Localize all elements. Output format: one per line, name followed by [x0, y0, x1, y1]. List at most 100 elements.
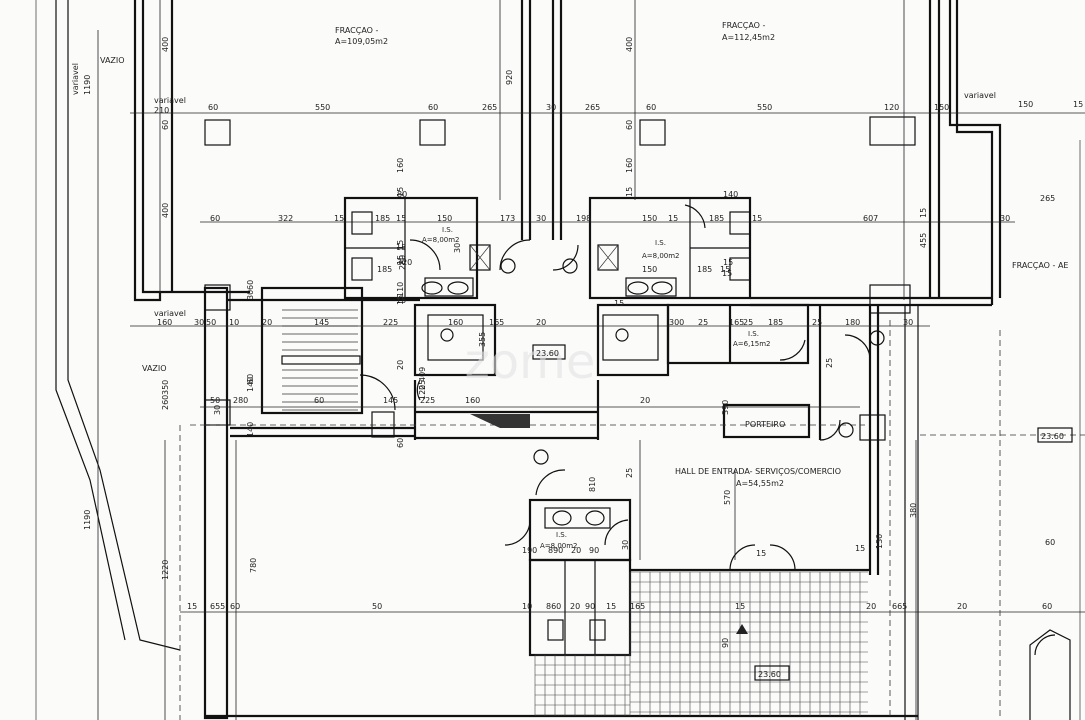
dimension-label: 15 — [855, 544, 865, 553]
ws-left-name: I.S. — [442, 226, 453, 234]
dimension-label-vertical: 780 — [249, 558, 258, 573]
dimension-label: 120 — [884, 103, 899, 112]
dimension-label: 50 — [210, 396, 220, 405]
dimension-label: 50 — [372, 602, 382, 611]
dimension-label: 860 — [546, 602, 561, 611]
sanitary-fixtures — [351, 211, 751, 641]
dimension-label: 180 — [845, 318, 860, 327]
dimension-label: 20 — [571, 546, 581, 555]
dimension-label: 15 — [187, 602, 197, 611]
dimension-label-vertical: 30 — [246, 290, 255, 300]
dimension-label: 30 — [536, 214, 546, 223]
dimension-label: 225 — [383, 318, 398, 327]
dimension-label: 10 — [522, 602, 532, 611]
dimension-label: 20 — [957, 602, 967, 611]
dimension-label: 145 — [314, 318, 329, 327]
dimension-label-vertical: 160 — [625, 158, 634, 173]
ramp-hatch — [470, 414, 530, 428]
dimension-label: 60 — [646, 103, 656, 112]
ws-right-area: A=8,00m2 — [642, 252, 680, 260]
dimension-label-vertical: 455 — [919, 233, 928, 248]
dimension-label: 160 — [448, 318, 463, 327]
watermark: zome — [465, 334, 596, 390]
dimension-label: 10 — [229, 318, 239, 327]
dimension-label: 80 — [397, 190, 407, 199]
dimension-label-vertical: 280 — [398, 255, 407, 270]
ws-bottom-area: A=8,00m2 — [540, 542, 578, 550]
dimension-label: 265 — [482, 103, 497, 112]
dimension-label: 185 — [697, 265, 712, 274]
dimension-label: 25 — [812, 318, 822, 327]
dimension-label-vertical: 30 — [213, 405, 222, 415]
dimension-label: 550 — [315, 103, 330, 112]
entrance-arrow — [736, 624, 748, 634]
dimension-label-vertical: 400 — [161, 37, 170, 52]
dimension-label: 185 — [768, 318, 783, 327]
dimension-label: 25 — [743, 318, 753, 327]
dimension-label: 15 — [668, 214, 678, 223]
dimension-label: 60 — [208, 103, 218, 112]
dimension-label: 185 — [377, 265, 392, 274]
hall-area: A=54,55m2 — [736, 479, 784, 488]
fraccao-left-area: A=109,05m2 — [335, 37, 388, 46]
dimension-label-vertical: 15 — [625, 187, 634, 197]
level-marker-core-frame — [532, 344, 566, 360]
dimension-label-vertical: 1190 — [83, 510, 92, 530]
dimension-label: 140 — [723, 190, 738, 199]
dimension-label: variavel — [154, 309, 186, 318]
ws-mid-name: I.S. — [748, 330, 759, 338]
dimension-label-vertical: 140 — [246, 422, 255, 437]
dimension-label: 265 — [585, 103, 600, 112]
hall-name: HALL DE ENTRADA- SERVIÇOS/COMERCIO — [675, 467, 841, 476]
dimension-label: 15 — [396, 243, 406, 252]
dimension-label: 15 — [396, 214, 406, 223]
dimension-label-vertical: 355 — [478, 332, 487, 347]
dimension-label: 665 — [892, 602, 907, 611]
dimension-label: 15 — [606, 602, 616, 611]
projection-lines — [179, 320, 1085, 720]
dimension-label: 15 — [722, 269, 732, 278]
dimension-label: 322 — [278, 214, 293, 223]
dimension-label-vertical: 400 — [625, 37, 634, 52]
dimension-label: 60 — [428, 103, 438, 112]
dimension-label: 15 — [396, 296, 406, 305]
dimension-label: 30 — [1000, 214, 1010, 223]
dimension-label: 173 — [500, 214, 515, 223]
vazio-left-label: VAZIO — [142, 364, 167, 373]
dimension-label: 30 — [546, 103, 556, 112]
dimension-label: 150 — [437, 214, 452, 223]
dimension-label: 150 — [642, 265, 657, 274]
dimension-label-vertical: 570 — [723, 490, 732, 505]
dimension-label-vertical: 140 — [246, 377, 255, 392]
dimension-label-vertical: 390 — [721, 400, 730, 415]
dimension-label: 60 — [1045, 538, 1055, 547]
porteiro-label: PORTEIRO — [745, 420, 785, 429]
dimension-lines — [97, 0, 1085, 720]
doors — [359, 204, 1056, 656]
dimension-label: 60 — [1042, 602, 1052, 611]
ws-right-name: I.S. — [655, 239, 666, 247]
dimension-label: 25 — [698, 318, 708, 327]
dimension-label: 655 — [210, 602, 225, 611]
dimension-label-vertical: 20 — [396, 360, 405, 370]
ws-bottom-name: I.S. — [556, 531, 567, 539]
walls — [35, 0, 1081, 720]
dimension-label: 90 — [589, 546, 599, 555]
dimension-label: 60 — [230, 602, 240, 611]
columns — [204, 116, 916, 441]
dimension-label-vertical: 1190 — [83, 75, 92, 95]
dimension-label: 185 — [375, 214, 390, 223]
dimension-label: 15 — [735, 602, 745, 611]
dimension-label-vertical: 120 — [418, 385, 427, 400]
dimension-label: 160 — [157, 318, 172, 327]
dimension-label: 165 — [489, 318, 504, 327]
dimension-label: 190 — [522, 546, 537, 555]
dimension-label: 20 — [570, 602, 580, 611]
dimension-label-vertical: variavel — [71, 63, 80, 95]
level-marker-entrance: 23.60 — [758, 670, 781, 679]
dimension-label: 30 — [903, 318, 913, 327]
level-marker-core: 23.60 — [536, 349, 559, 358]
dimension-label-vertical: 350 — [161, 380, 170, 395]
